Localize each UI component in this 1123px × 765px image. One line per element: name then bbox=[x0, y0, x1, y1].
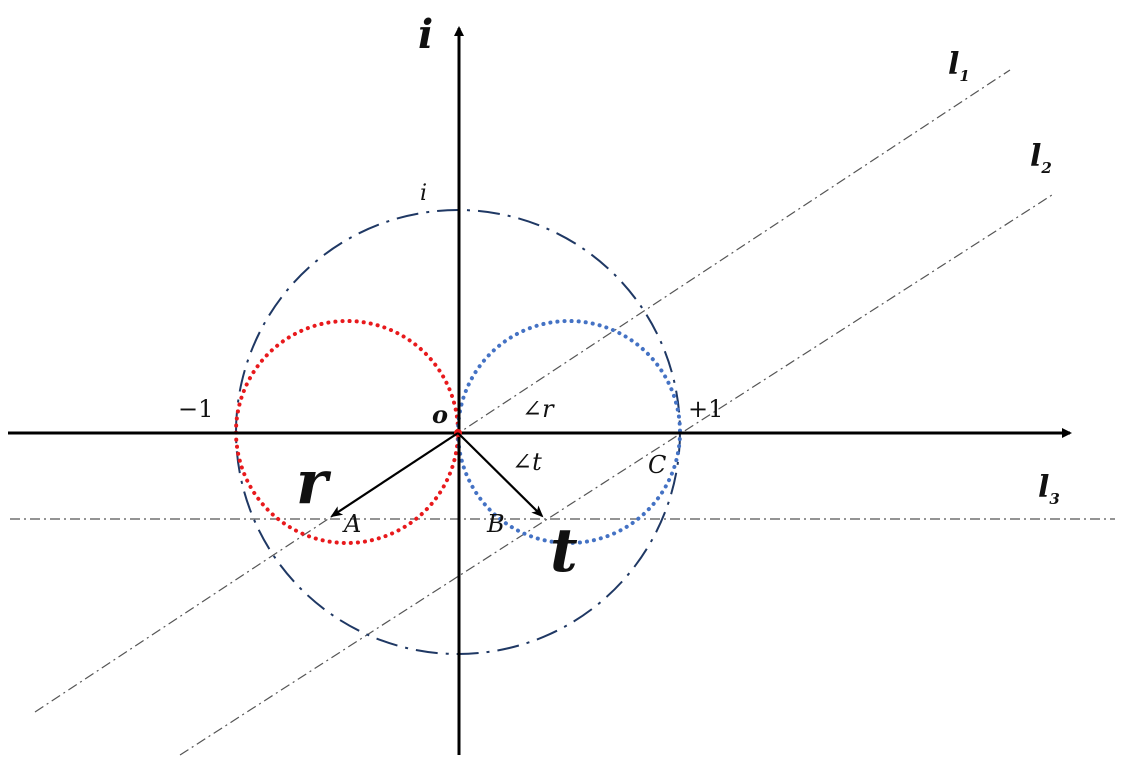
vector-r bbox=[330, 432, 459, 518]
line-l1 bbox=[34, 69, 1011, 713]
line-l2 bbox=[179, 194, 1053, 756]
line-l2-label: l2 bbox=[1030, 139, 1052, 177]
line-l3-label: l3 bbox=[1038, 470, 1060, 508]
line-l1-label: l1 bbox=[948, 47, 970, 85]
unit-i-label: i bbox=[420, 181, 427, 206]
minus-one-label: −1 bbox=[178, 395, 213, 423]
angle-r-label: ∠r bbox=[522, 395, 555, 423]
vector-r-label: r bbox=[296, 448, 332, 518]
plus-one-label: +1 bbox=[688, 395, 723, 423]
point-b-label: B bbox=[486, 510, 505, 538]
imaginary-axis-label: i bbox=[418, 11, 433, 58]
origin-label: o bbox=[432, 400, 448, 429]
vector-t-label: t bbox=[550, 516, 578, 586]
angle-t-label: ∠t bbox=[512, 448, 542, 476]
vector-t bbox=[457, 432, 544, 518]
point-c-label: C bbox=[648, 451, 666, 479]
point-a-label: A bbox=[342, 510, 361, 538]
